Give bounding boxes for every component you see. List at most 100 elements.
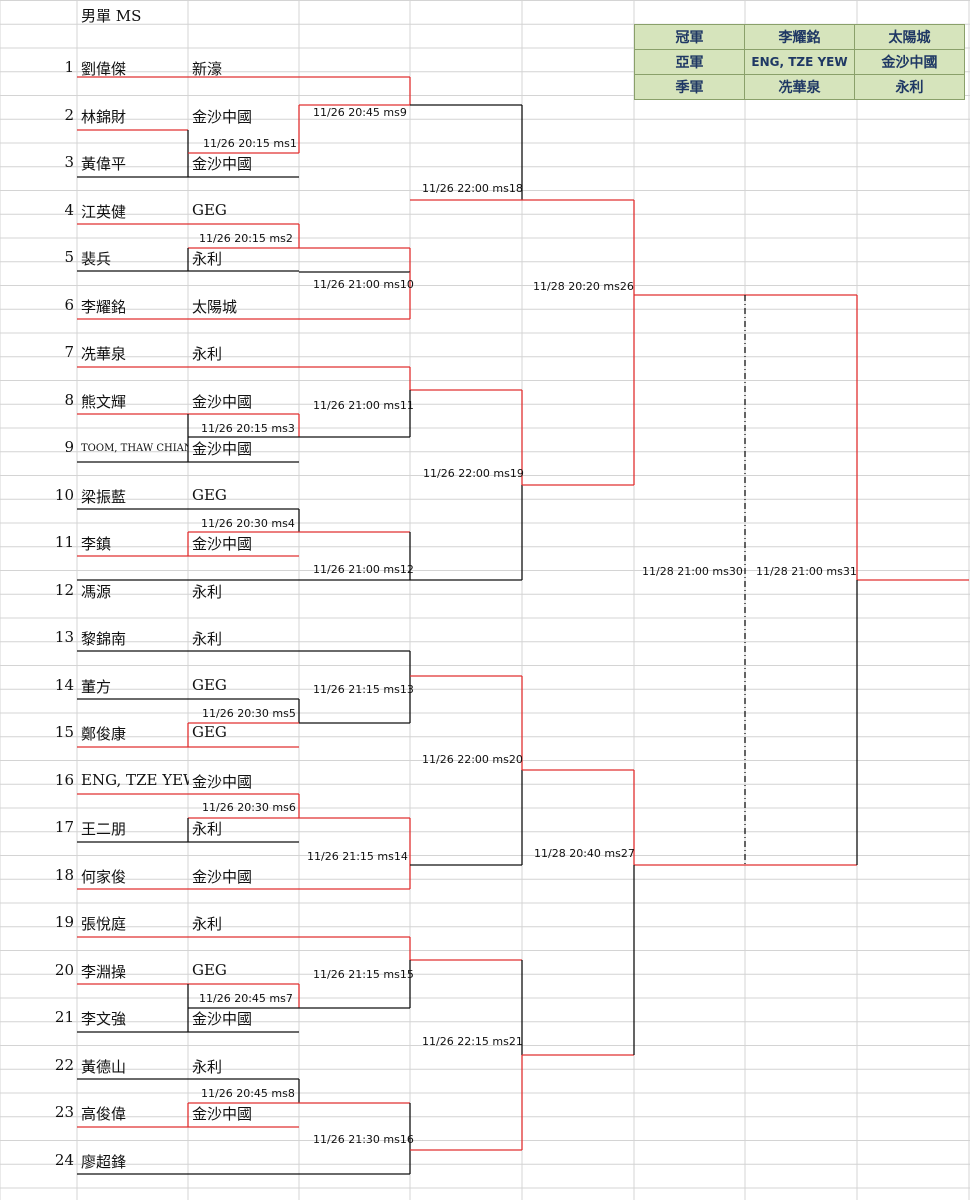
player-name: ENG, TZE YEW <box>81 770 189 789</box>
match-label-ms18: 11/26 22:00 ms18 <box>422 182 523 195</box>
match-label-ms8: 11/26 20:45 ms8 <box>201 1087 295 1100</box>
player-name: 劉偉傑 <box>81 60 127 78</box>
match-label-ms7: 11/26 20:45 ms7 <box>199 992 293 1005</box>
player-name: 黎錦南 <box>81 630 127 648</box>
player-name: 黃德山 <box>81 1057 127 1076</box>
seed-number: 8 <box>64 390 74 409</box>
player-club: 金沙中國 <box>192 440 253 458</box>
third-club: 永利 <box>854 74 965 100</box>
player-club: 金沙中國 <box>192 392 253 411</box>
player-name: 高俊偉 <box>81 1105 127 1123</box>
player-club: 金沙中國 <box>192 1010 253 1028</box>
runner-up-player: ENG, TZE YEW <box>744 49 855 75</box>
player-club: 新濠 <box>192 60 223 78</box>
player-name: 熊文輝 <box>81 392 127 411</box>
match-label-ms1: 11/26 20:15 ms1 <box>203 137 297 150</box>
player-club: 金沙中國 <box>192 535 253 553</box>
seed-number: 3 <box>64 153 74 171</box>
result-row-champion: 冠軍 李耀銘 太陽城 <box>634 24 965 50</box>
match-label-ms13: 11/26 21:15 ms13 <box>313 683 414 696</box>
champion-player: 李耀銘 <box>744 24 855 50</box>
player-club: 永利 <box>192 630 223 648</box>
match-label-ms31: 11/28 21:00 ms31 <box>756 565 857 578</box>
sheet-title: 男單 MS <box>81 7 142 25</box>
player-club: 永利 <box>192 915 223 933</box>
player-name: 裴兵 <box>81 250 112 268</box>
match-label-ms26: 11/28 20:20 ms26 <box>533 280 634 293</box>
champion-club: 太陽城 <box>854 24 965 50</box>
match-label-ms2: 11/26 20:15 ms2 <box>199 232 293 245</box>
player-club: 金沙中國 <box>192 155 253 173</box>
player-club: GEG <box>192 200 227 219</box>
player-club: 金沙中國 <box>192 107 253 126</box>
player-name: 李淵操 <box>81 962 127 981</box>
player-name: 馮源 <box>81 582 112 601</box>
seed-number: 11 <box>54 533 74 551</box>
seed-number: 2 <box>64 105 74 124</box>
bracket-lines <box>77 76 969 1175</box>
seed-number: 24 <box>54 1150 74 1169</box>
player-name: 何家俊 <box>81 867 127 886</box>
seed-number: 7 <box>64 343 74 361</box>
seed-number: 22 <box>54 1055 74 1074</box>
player-name: 黃偉平 <box>81 155 127 173</box>
player-club: 永利 <box>192 820 223 838</box>
player-name: 江英健 <box>81 202 127 221</box>
player-club: GEG <box>192 675 227 694</box>
runner-up-club: 金沙中國 <box>854 49 965 75</box>
player-name: 梁振藍 <box>81 487 127 506</box>
player-name: 張悅庭 <box>81 915 127 933</box>
player-club: GEG <box>192 485 227 504</box>
seed-number: 4 <box>64 200 74 219</box>
match-label-ms21: 11/26 22:15 ms21 <box>422 1035 523 1048</box>
player-club: 金沙中國 <box>192 867 253 886</box>
match-label-ms4: 11/26 20:30 ms4 <box>201 517 295 530</box>
seed-number: 18 <box>54 865 74 884</box>
champion-label: 冠軍 <box>634 24 745 50</box>
match-label-ms16: 11/26 21:30 ms16 <box>313 1133 414 1146</box>
match-label-ms5: 11/26 20:30 ms5 <box>202 707 296 720</box>
seed-number: 21 <box>54 1008 74 1026</box>
player-name: 鄭俊康 <box>81 725 127 743</box>
player-club: 金沙中國 <box>192 1105 253 1123</box>
player-club: 金沙中國 <box>192 772 253 791</box>
player-club: 永利 <box>192 582 223 601</box>
seed-number: 20 <box>54 960 74 979</box>
match-label-ms14: 11/26 21:15 ms14 <box>307 850 408 863</box>
match-label-ms11: 11/26 21:00 ms11 <box>313 399 414 412</box>
seed-number: 16 <box>54 770 74 789</box>
third-label: 季軍 <box>634 74 745 100</box>
player-name: 冼華泉 <box>81 345 127 363</box>
player-club: GEG <box>192 723 227 741</box>
player-club: GEG <box>192 960 227 979</box>
player-club: 永利 <box>192 1057 223 1076</box>
match-label-ms15: 11/26 21:15 ms15 <box>313 968 414 981</box>
player-name: 林錦財 <box>81 107 127 126</box>
seed-number: 12 <box>54 580 74 599</box>
player-club: 永利 <box>192 250 223 268</box>
seed-number: 5 <box>64 248 74 266</box>
result-row-third: 季軍 冼華泉 永利 <box>634 74 965 100</box>
results-table: 冠軍 李耀銘 太陽城 亞軍 ENG, TZE YEW 金沙中國 季軍 冼華泉 永… <box>634 24 965 100</box>
player-name: 廖超鋒 <box>81 1152 127 1171</box>
player-name: 王二朋 <box>81 820 127 838</box>
match-label-ms12: 11/26 21:00 ms12 <box>313 563 414 576</box>
player-club: 永利 <box>192 345 223 363</box>
runner-up-label: 亞軍 <box>634 49 745 75</box>
match-label-ms19: 11/26 22:00 ms19 <box>423 467 524 480</box>
match-label-ms30: 11/28 21:00 ms30 <box>642 565 743 578</box>
match-label-ms9: 11/26 20:45 ms9 <box>313 106 407 119</box>
player-club: 太陽城 <box>192 297 238 316</box>
match-label-ms20: 11/26 22:00 ms20 <box>422 753 523 766</box>
seed-number: 19 <box>54 913 74 931</box>
seed-number: 17 <box>54 818 74 836</box>
player-name: 李耀銘 <box>81 297 127 316</box>
match-label-ms3: 11/26 20:15 ms3 <box>201 422 295 435</box>
player-name: 李文強 <box>81 1010 127 1028</box>
seed-number: 13 <box>54 628 74 646</box>
player-name: 李鎮 <box>81 535 112 553</box>
player-name: TOOM, THAW CHIAN <box>81 443 188 454</box>
player-name: 董方 <box>81 677 112 696</box>
